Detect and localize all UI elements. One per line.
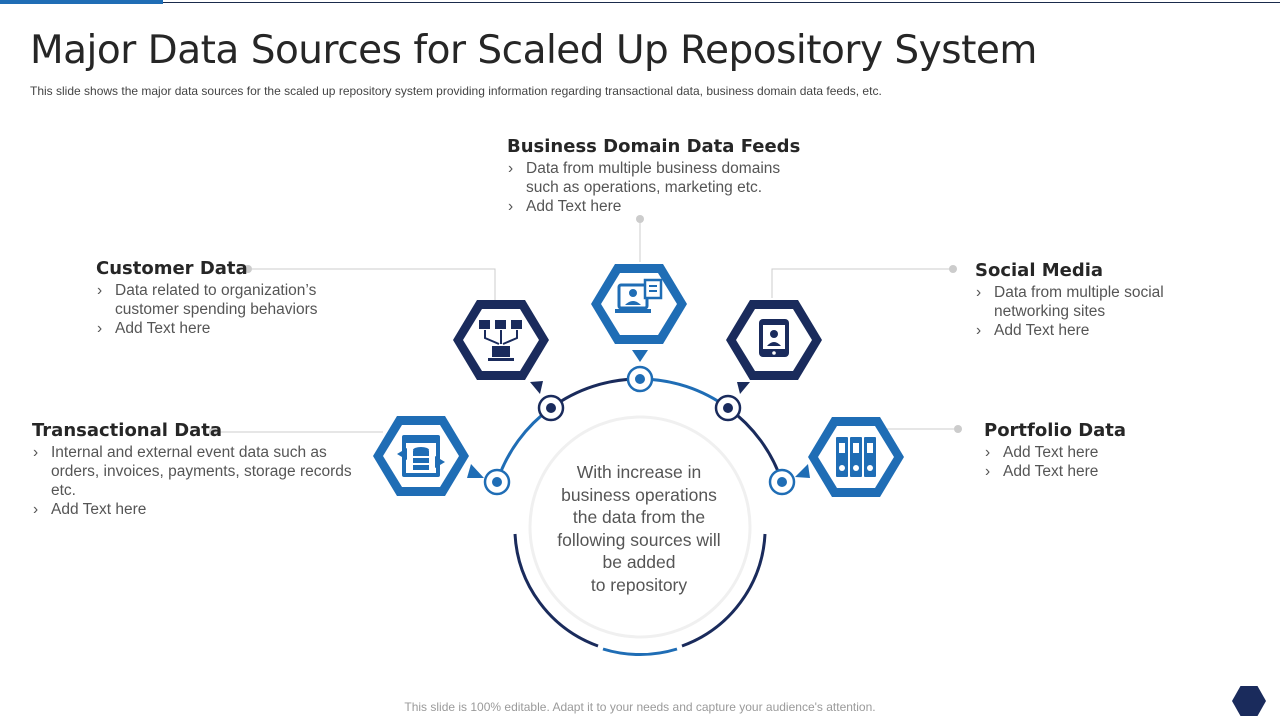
monitor-user-document-icon [591,264,687,344]
customer-data-block: Customer Data Data related to organizati… [96,258,356,338]
transactional-data-heading: Transactional Data [32,420,223,441]
portfolio-data-heading: Portfolio Data [984,420,1127,441]
business-domain-item: Add Text here [507,197,807,216]
connector-lines [213,220,958,433]
center-line: business operations [561,484,717,505]
portfolio-data-item: Add Text here [984,462,1204,481]
transactional-data-block: Transactional Data Internal and external… [32,420,352,519]
center-line: be added [602,552,676,572]
transactional-data-item: Internal and external event data such as… [32,443,352,500]
portfolio-data-item: Add Text here [984,443,1204,462]
connector-customer [248,268,496,300]
connector-social [771,268,953,298]
center-line: With increase in [576,462,702,482]
binders-icon [808,417,904,497]
page-subtitle: This slide shows the major data sources … [30,84,882,98]
business-domain-item: Data from multiple business domains such… [507,159,807,197]
center-line: the data from the [572,507,706,527]
customer-data-heading: Customer Data [96,258,248,279]
business-domain-heading: Business Domain Data Feeds [507,136,801,157]
social-media-item: Data from multiple social networking sit… [975,283,1215,321]
social-media-heading: Social Media [975,260,1104,281]
top-rule [163,2,1280,3]
social-media-block: Social Media Data from multiple social n… [975,260,1215,340]
transactional-data-item: Add Text here [32,500,352,519]
pointer-arrows [467,350,810,478]
database-transfer-icon [373,416,469,496]
customer-data-item: Add Text here [96,319,356,338]
folders-network-icon [453,300,549,380]
corner-hexagon-icon [1232,686,1266,716]
center-statement: With increase in business operations the… [540,461,738,596]
center-circle [528,415,752,639]
ring-nodes [483,365,796,496]
footer-note: This slide is 100% editable. Adapt it to… [404,700,876,714]
center-line: to repository [590,574,688,595]
tablet-user-icon [726,300,822,380]
social-media-item: Add Text here [975,321,1215,340]
page-title: Major Data Sources for Scaled Up Reposit… [30,28,1037,73]
connector-dots [209,215,962,436]
center-line: following sources will [557,529,721,550]
customer-data-item: Data related to organization’s customer … [96,281,356,319]
portfolio-data-block: Portfolio Data Add Text here Add Text he… [984,420,1204,481]
top-accent-bar [0,0,163,4]
business-domain-block: Business Domain Data Feeds Data from mul… [507,136,807,216]
